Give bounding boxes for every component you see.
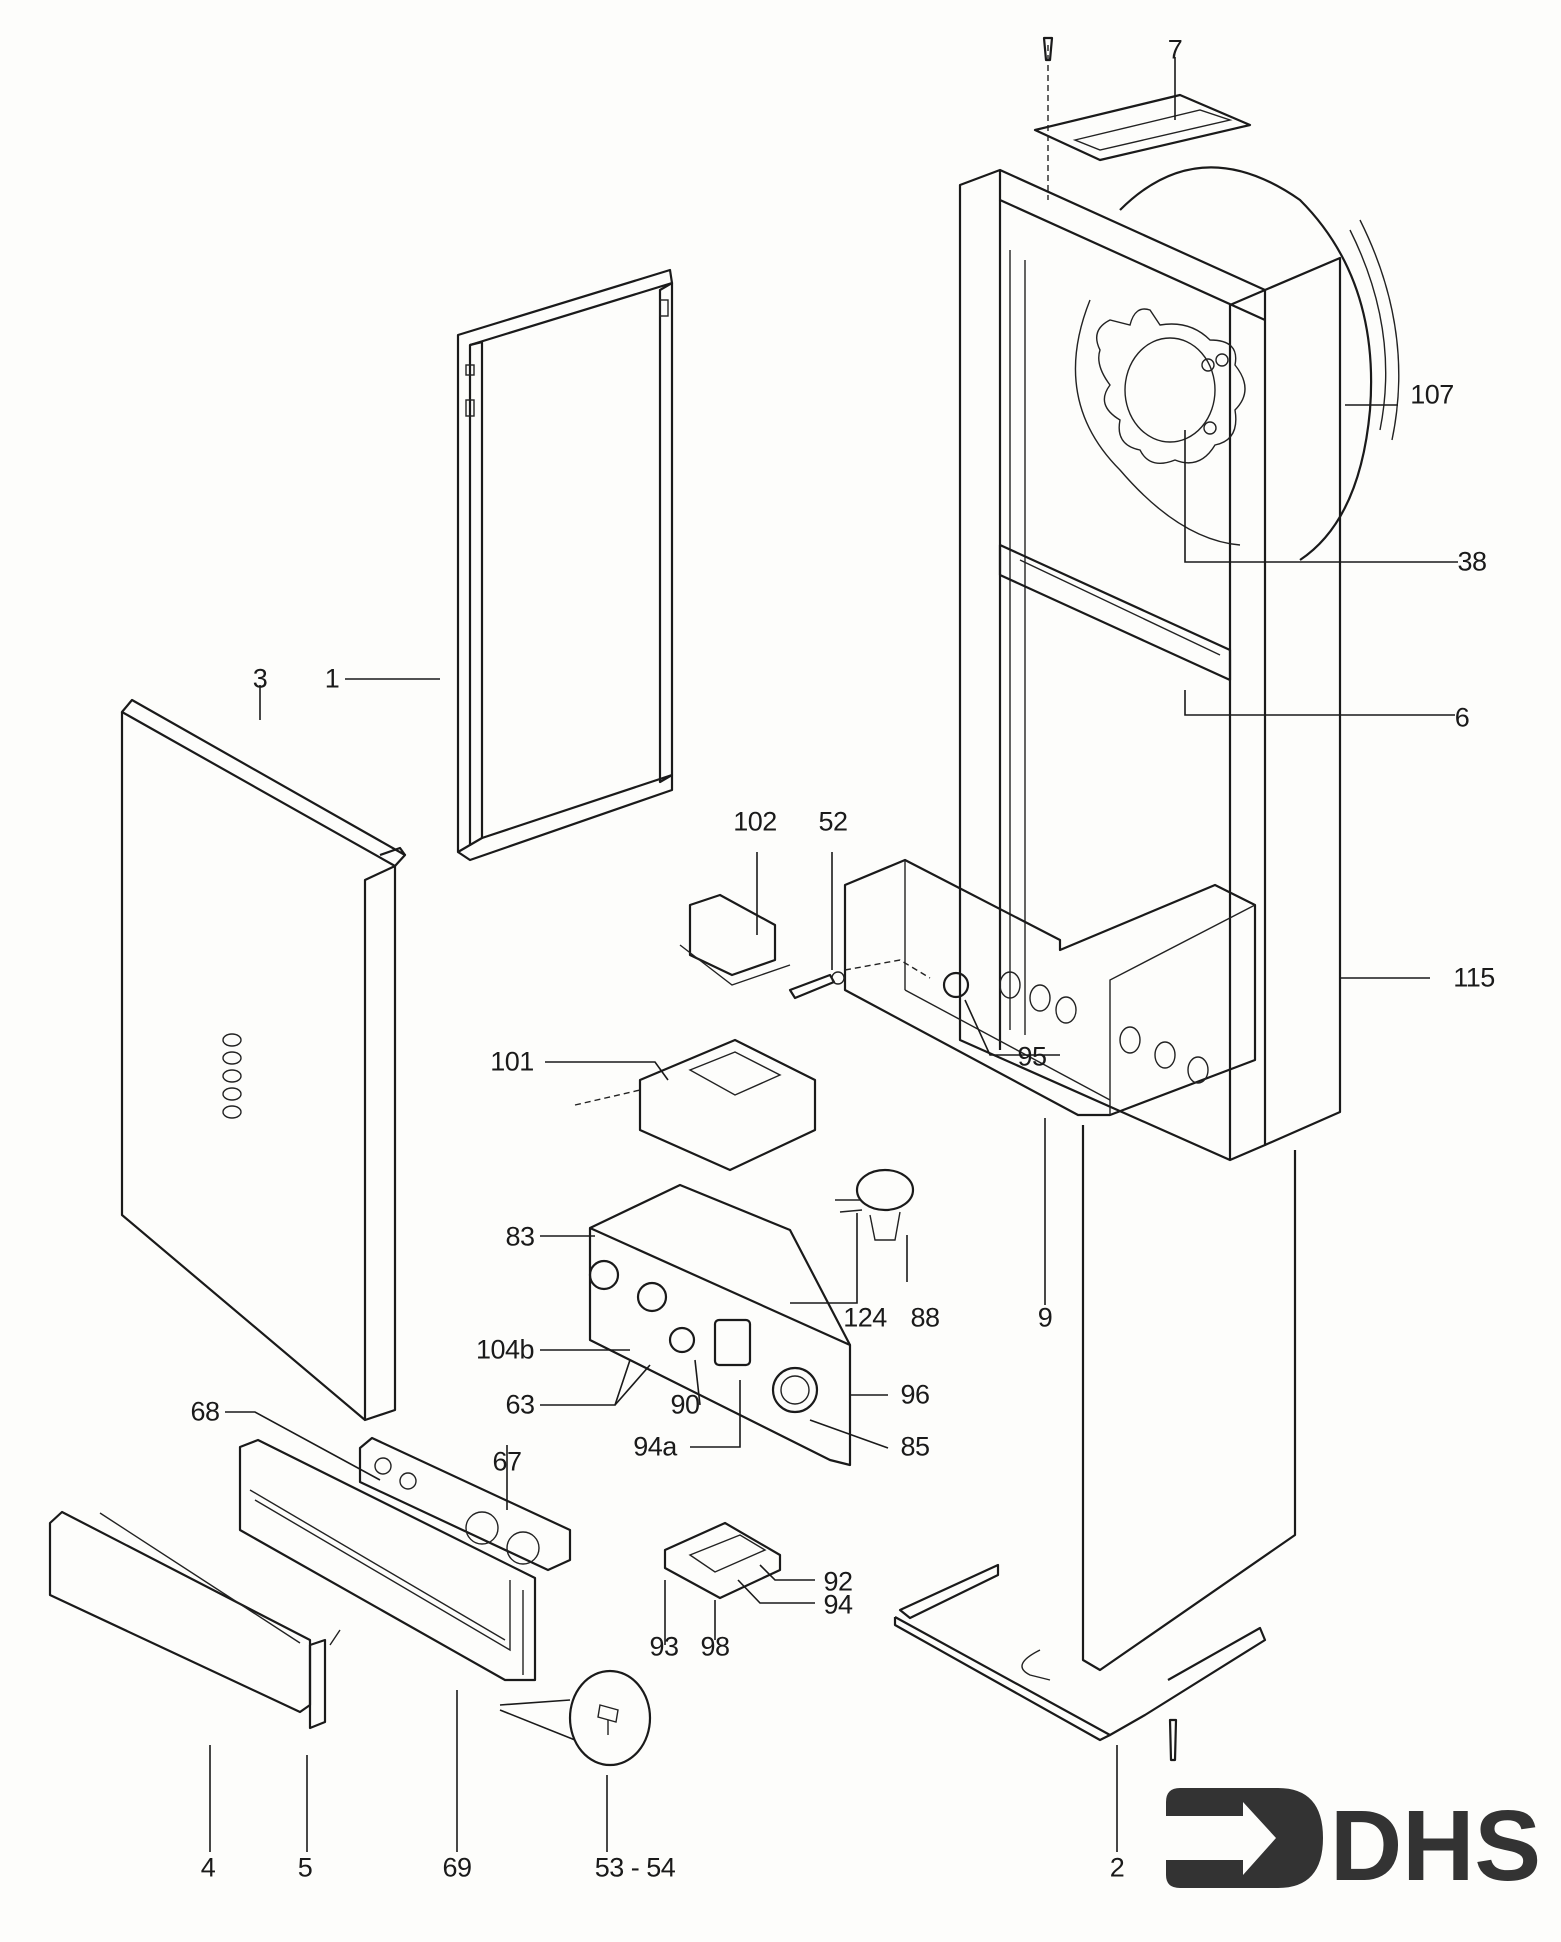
main-chassis-part-115 xyxy=(958,168,1342,1162)
part-label-68: 68 xyxy=(190,1396,220,1427)
leader-lines xyxy=(209,57,1458,1852)
pressure-switch-part-88 xyxy=(835,1168,915,1241)
fascia-part-69 xyxy=(238,1438,537,1682)
part-label-5: 5 xyxy=(297,1852,313,1883)
part-label-96: 96 xyxy=(900,1379,930,1410)
part-label-102: 102 xyxy=(733,806,777,837)
part-label-63: 63 xyxy=(505,1389,535,1420)
part-label-101: 101 xyxy=(490,1046,534,1077)
top-plate-part-7 xyxy=(1033,36,1252,200)
dhs-logo-text: DHS xyxy=(1330,1790,1541,1902)
part-label-94a: 94a xyxy=(633,1431,677,1462)
part-label-3: 3 xyxy=(252,663,268,694)
part-label-1: 1 xyxy=(324,663,340,694)
part-label-115: 115 xyxy=(1453,962,1495,993)
part-label-38: 38 xyxy=(1457,546,1487,577)
part-label-2: 2 xyxy=(1109,1852,1125,1883)
part-label-53-54: 53 - 54 xyxy=(594,1852,676,1883)
part-label-92: 92 xyxy=(823,1566,853,1597)
part-label-90: 90 xyxy=(670,1389,700,1420)
part-label-124: 124 xyxy=(843,1302,887,1333)
part-label-6: 6 xyxy=(1454,702,1470,733)
front-panel-vents xyxy=(222,1033,242,1119)
control-board-part-85 xyxy=(588,1183,852,1467)
part-label-4: 4 xyxy=(200,1852,216,1883)
dhs-logo: DHS xyxy=(1166,1788,1541,1902)
part-label-7: 7 xyxy=(1167,34,1183,65)
front-panel-part-3 xyxy=(120,698,407,1422)
part-label-83: 83 xyxy=(505,1221,535,1252)
display-frame-part-67 xyxy=(358,1436,572,1572)
part-label-95: 95 xyxy=(1017,1041,1047,1072)
part-label-85: 85 xyxy=(900,1431,930,1462)
part-label-93: 93 xyxy=(649,1631,679,1662)
part-label-104b: 104b xyxy=(475,1334,535,1365)
connector-block-part-92 xyxy=(663,1521,782,1600)
transformer-part-102 xyxy=(679,893,791,986)
rear-frame-part-1 xyxy=(456,268,674,862)
part-label-94: 94 xyxy=(823,1589,853,1620)
lower-casing-and-base-part-2 xyxy=(893,1125,1297,1762)
part-label-88: 88 xyxy=(910,1302,940,1333)
screw-part-52 xyxy=(788,959,931,1000)
lower-door-part-4 xyxy=(48,1510,312,1714)
part-label-69: 69 xyxy=(442,1852,472,1883)
control-tray-part-9 xyxy=(843,858,1257,1117)
electrical-box-part-101 xyxy=(574,1038,817,1172)
part-label-9: 9 xyxy=(1037,1302,1053,1333)
part-label-98: 98 xyxy=(700,1631,730,1662)
part-label-67: 67 xyxy=(492,1446,522,1477)
part-label-107: 107 xyxy=(1410,379,1454,410)
hinge-part-5 xyxy=(308,1629,341,1730)
clip-detail-parts-53-54 xyxy=(499,1669,652,1767)
part-label-52: 52 xyxy=(818,806,848,837)
